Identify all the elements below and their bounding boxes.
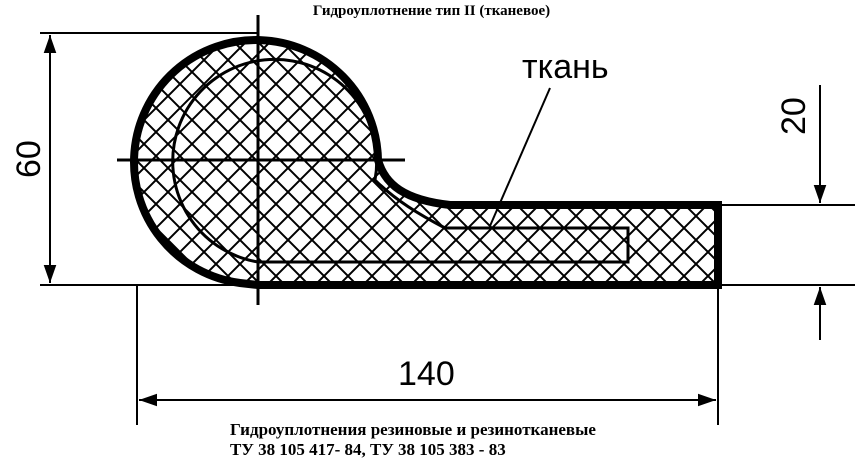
drawing-title: Гидроуплотнение тип II (тканевое) [312, 3, 551, 19]
fabric-leader-line [489, 87, 551, 227]
footer-line-2: ТУ 38 105 417- 84, ТУ 38 105 383 - 83 [230, 440, 506, 459]
fabric-label: ткань [522, 48, 609, 86]
dim-140-label: 140 [398, 355, 455, 393]
extension-lines [40, 32, 855, 425]
dim-60-label: 60 [10, 140, 48, 178]
footer-caption: Гидроуплотнения резиновые и резинотканев… [230, 420, 596, 460]
dim-20-label: 20 [775, 97, 813, 135]
seal-profile [130, 36, 722, 289]
footer-line-1: Гидроуплотнения резиновые и резинотканев… [230, 420, 596, 439]
fabric-insert [171, 57, 630, 264]
